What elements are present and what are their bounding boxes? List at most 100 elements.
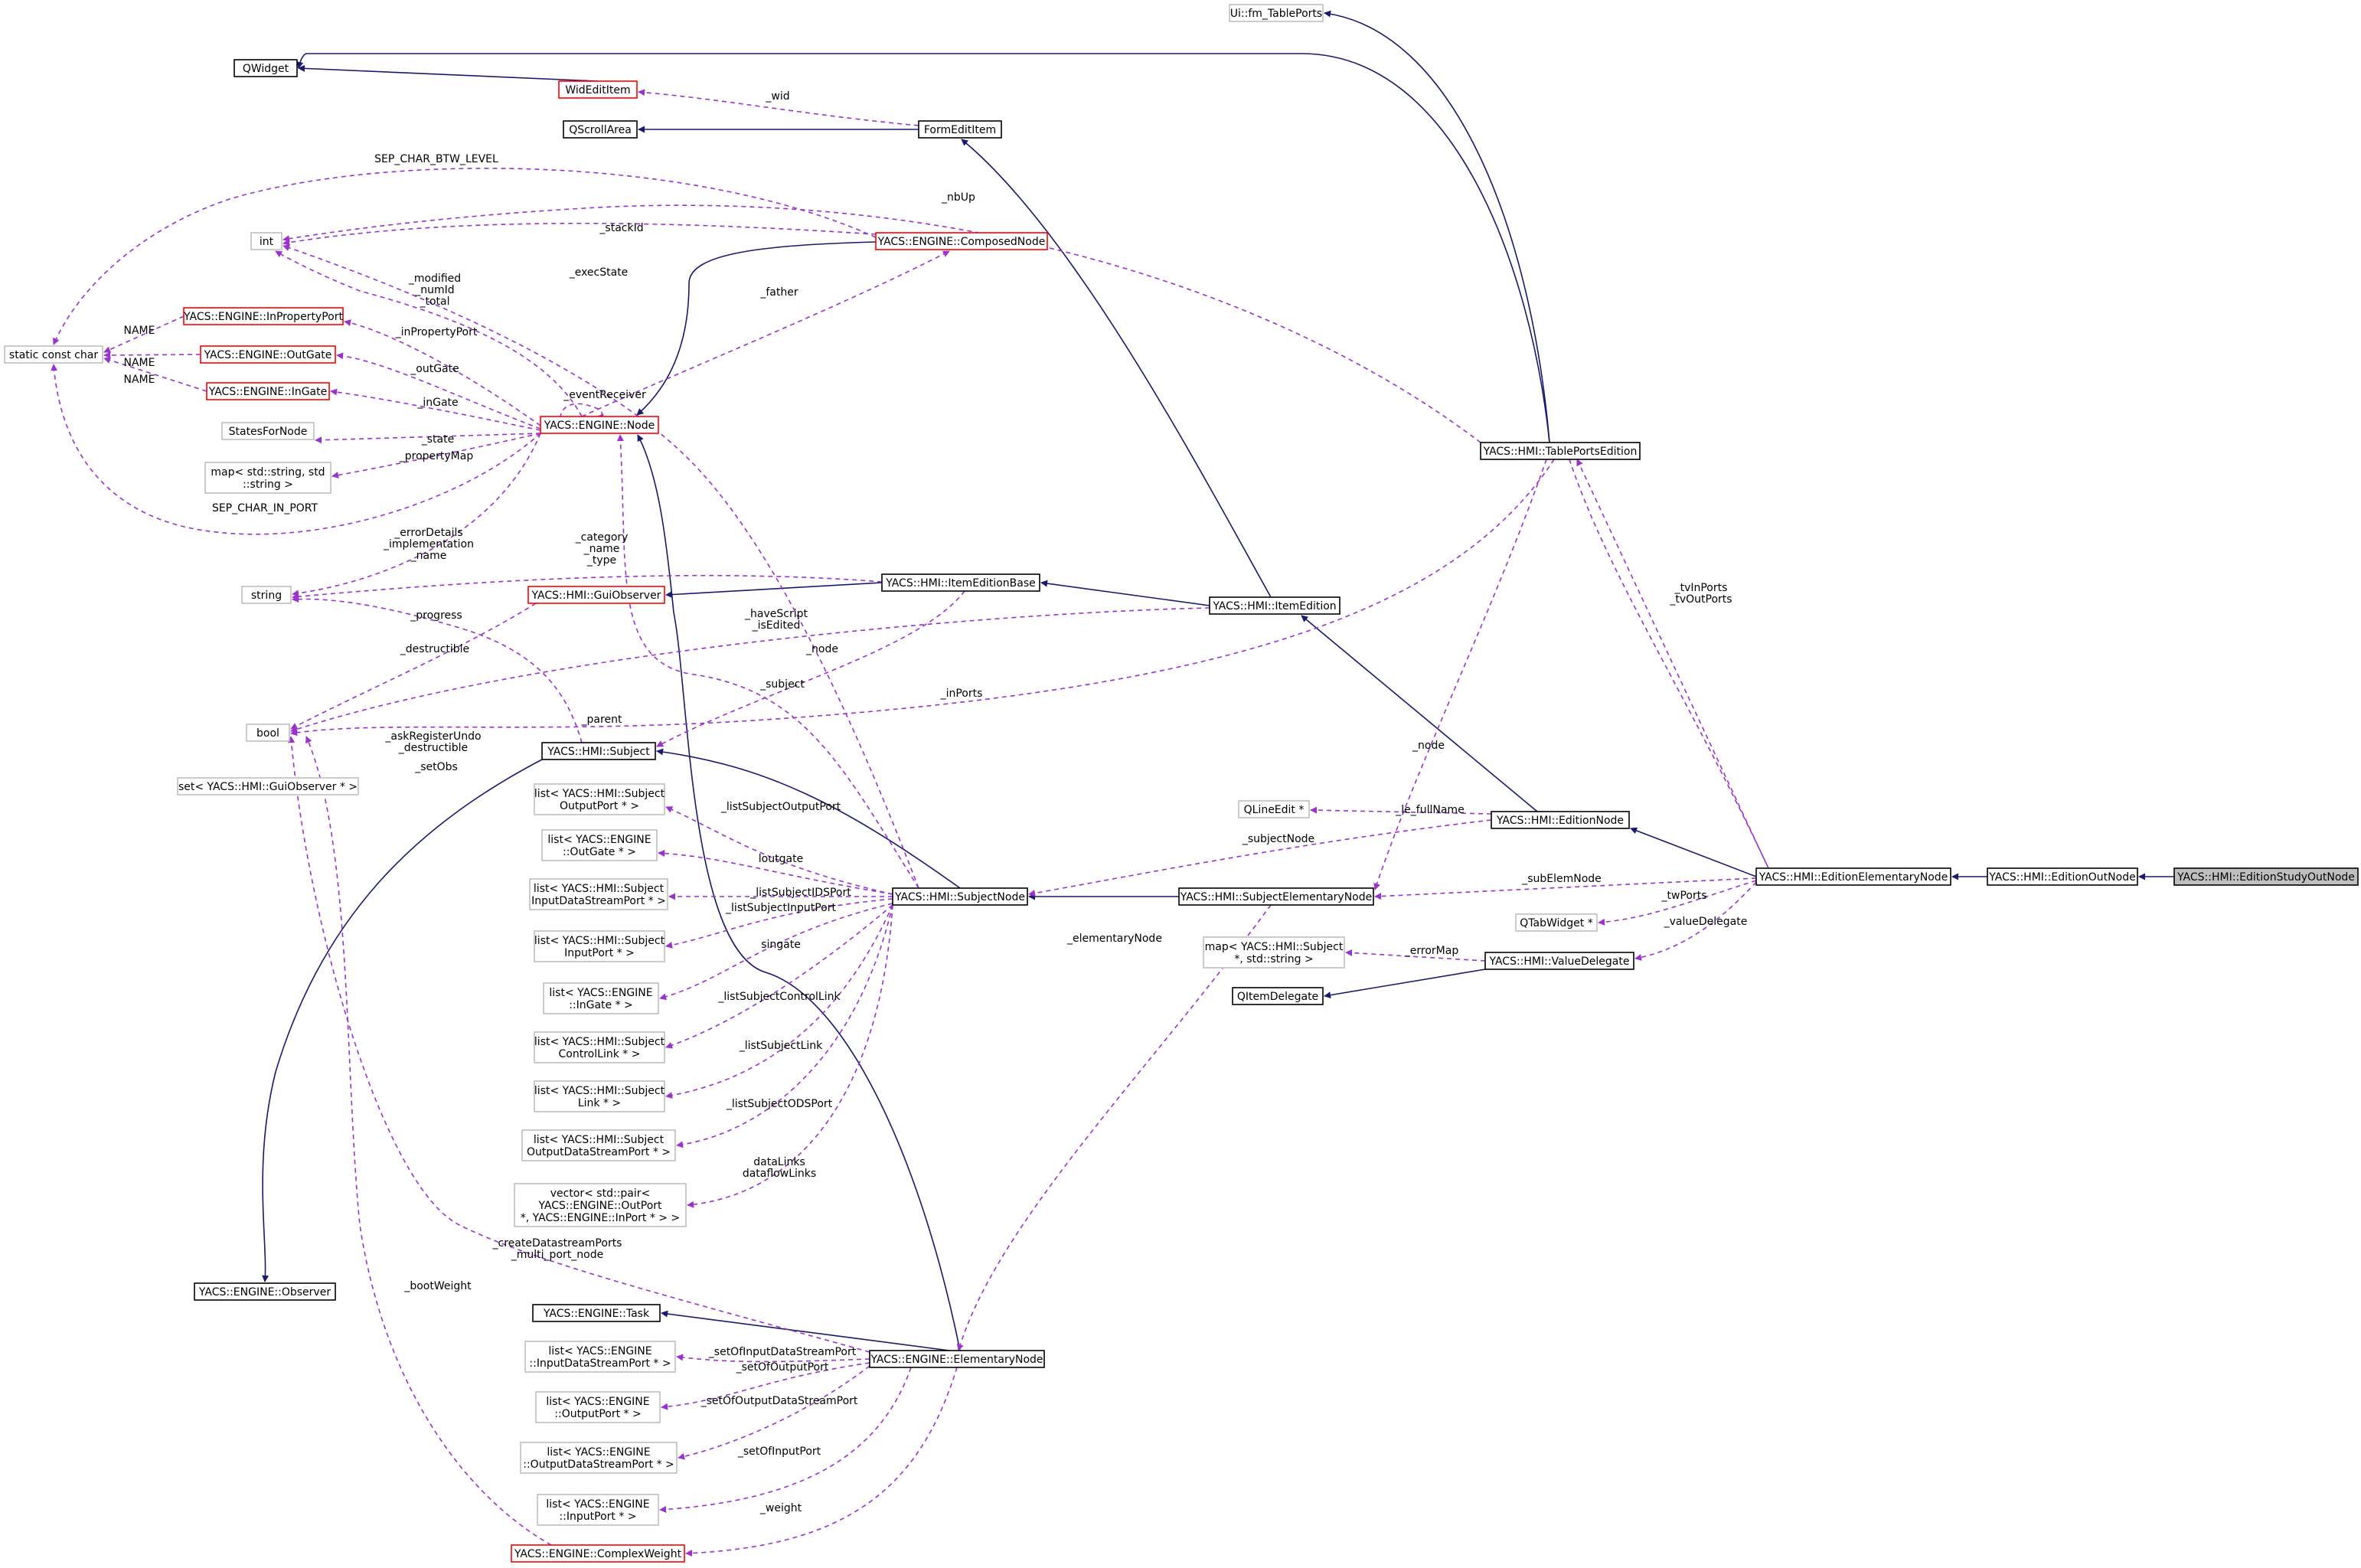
class-node-list-sub-outport[interactable]: list< YACS::HMI::SubjectOutputPort * >	[534, 783, 665, 815]
edge-label-errormap: _errorMap	[1404, 945, 1459, 957]
class-node-list-eng-inputport[interactable]: list< YACS::ENGINE::InputPort * >	[537, 1494, 659, 1526]
node-label: set< YACS::HMI::GuiObserver * >	[178, 781, 358, 793]
node-label: ::OutGate * >	[563, 846, 636, 858]
usage-edge	[290, 603, 537, 730]
class-node-int[interactable]: int	[250, 232, 282, 250]
edge-label-outgate: _outGate	[410, 363, 459, 375]
class-node-itemeditionbase[interactable]: YACS::HMI::ItemEditionBase	[881, 573, 1040, 592]
node-label: Link * >	[578, 1097, 621, 1109]
class-node-elementarynode[interactable]: YACS::ENGINE::ElementaryNode	[869, 1350, 1045, 1368]
node-box	[1491, 811, 1630, 829]
class-node-editionstudyoutnode[interactable]: YACS::HMI::EditionStudyOutNode	[2173, 867, 2359, 886]
class-node-static-const-char[interactable]: static const char	[4, 345, 103, 364]
node-label: static const char	[9, 349, 98, 361]
node-box	[1238, 800, 1310, 818]
edge-label-singate: singate	[761, 939, 801, 951]
node-box	[183, 307, 344, 325]
usage-edge	[665, 904, 893, 1049]
class-node-itemedition[interactable]: YACS::HMI::ItemEdition	[1209, 596, 1341, 615]
class-node-editionoutnode[interactable]: YACS::HMI::EditionOutNode	[1987, 867, 2138, 886]
node-box	[534, 1031, 665, 1063]
class-node-ingate[interactable]: YACS::ENGINE::InGate	[206, 382, 330, 400]
edge-label-loutgate: loutgate	[759, 853, 803, 865]
usage-edge	[665, 904, 893, 1099]
node-box	[521, 1129, 676, 1161]
class-node-list-eng-odsport[interactable]: list< YACS::ENGINE::OutputDataStreamPort…	[520, 1442, 678, 1474]
class-node-subjectnode[interactable]: YACS::HMI::SubjectNode	[892, 887, 1028, 906]
class-node-wideditem[interactable]: WidEditItem	[558, 80, 638, 99]
class-node-tableportsedition[interactable]: YACS::HMI::TablePortsEdition	[1480, 442, 1641, 460]
node-box	[1229, 4, 1324, 22]
node-label: list< YACS::HMI::Subject	[534, 1036, 665, 1048]
class-node-composednode[interactable]: YACS::ENGINE::ComposedNode	[875, 232, 1048, 250]
edge-label-ingate: _inGate	[416, 397, 458, 409]
node-box	[1484, 952, 1634, 970]
class-node-list-eng-outputport[interactable]: list< YACS::ENGINE::OutputPort * >	[535, 1391, 661, 1423]
class-node-guiobserver[interactable]: YACS::HMI::GuiObserver	[527, 586, 665, 604]
edge-label-setofinputdatastreamport: _setOfInputDataStreamPort	[708, 1346, 857, 1358]
class-node-list-sub-odsport[interactable]: list< YACS::HMI::SubjectOutputDataStream…	[521, 1129, 676, 1161]
node-label: QItemDelegate	[1237, 991, 1318, 1003]
class-node-qscrollarea[interactable]: QScrollArea	[563, 120, 638, 139]
class-node-outgate[interactable]: YACS::ENGINE::OutGate	[200, 345, 336, 364]
usage-edge	[292, 596, 583, 743]
class-node-inpropertyport[interactable]: YACS::ENGINE::InPropertyPort	[183, 307, 344, 325]
node-label: YACS::ENGINE::ComposedNode	[877, 236, 1046, 248]
edge-label-sep_char_btw_level: SEP_CHAR_BTW_LEVEL	[374, 153, 498, 165]
class-node-engine-node[interactable]: YACS::ENGINE::Node	[540, 416, 659, 434]
edge-label-listsubjectinputport: _listSubjectInputPort	[725, 902, 836, 914]
usage-edge	[665, 898, 893, 949]
node-label: map< YACS::HMI::Subject	[1205, 941, 1344, 953]
edge-label-errordetails: _errorDetails_implementation_name	[383, 527, 474, 562]
node-label: vector< std::pair<	[550, 1187, 651, 1200]
node-label: YACS::ENGINE::ElementaryNode	[870, 1354, 1043, 1366]
class-node-list-eng-outgate[interactable]: list< YACS::ENGINE::OutGate * >	[541, 829, 658, 861]
class-node-complexweight[interactable]: YACS::ENGINE::ComplexWeight	[511, 1544, 685, 1563]
class-node-list-sub-inport[interactable]: list< YACS::HMI::SubjectInputPort * >	[534, 930, 665, 962]
node-box	[233, 59, 298, 77]
class-node-observer[interactable]: YACS::ENGINE::Observer	[194, 1282, 336, 1301]
class-node-editionnode[interactable]: YACS::HMI::EditionNode	[1491, 811, 1630, 829]
class-node-statesfornode[interactable]: StatesForNode	[221, 422, 315, 440]
class-node-list-sub-link[interactable]: list< YACS::HMI::SubjectLink * >	[534, 1080, 665, 1112]
usage-edge	[678, 1365, 870, 1460]
class-node-list-sub-idsport[interactable]: list< YACS::HMI::SubjectInputDataStreamP…	[529, 878, 668, 910]
node-label: QLineEdit *	[1244, 804, 1305, 816]
class-node-map-subject[interactable]: map< YACS::HMI::Subject*, std::string >	[1203, 936, 1345, 969]
class-node-valuedelegate[interactable]: YACS::HMI::ValueDelegate	[1484, 952, 1634, 970]
class-node-list-eng-ingate[interactable]: list< YACS::ENGINE::InGate * >	[543, 982, 659, 1014]
class-node-list-eng-idsport[interactable]: list< YACS::ENGINE::InputDataStreamPort …	[524, 1341, 676, 1373]
class-node-subjectelementarynode[interactable]: YACS::HMI::SubjectElementaryNode	[1178, 887, 1374, 906]
node-label: YACS::HMI::SubjectNode	[894, 891, 1025, 903]
edge-label-setofoutputport: _setOfOutputPort	[736, 1361, 829, 1374]
usage-edge	[315, 433, 541, 444]
edge-label-listsubjectlink: _listSubjectLink	[739, 1040, 823, 1052]
class-node-set-guiobserver[interactable]: set< YACS::HMI::GuiObserver * >	[177, 777, 359, 795]
class-node-qwidget[interactable]: QWidget	[233, 59, 298, 77]
class-node-string[interactable]: string	[241, 586, 292, 604]
class-node-qitemdelegate[interactable]: QItemDelegate	[1232, 987, 1324, 1005]
class-node-task[interactable]: YACS::ENGINE::Task	[532, 1304, 661, 1322]
class-node-qlineedit[interactable]: QLineEdit *	[1238, 800, 1310, 818]
class-node-subject[interactable]: YACS::HMI::Subject	[541, 742, 656, 760]
class-node-formedititem[interactable]: FormEditItem	[918, 120, 1002, 139]
edge-label-tvinports: _tvInPorts_tvOutPorts	[1669, 582, 1732, 606]
node-box	[241, 586, 292, 604]
edge-label-listsubjectoutputport: _listSubjectOutputPort	[720, 801, 841, 813]
edge-label-father: _father	[759, 286, 798, 299]
usage-edge	[282, 244, 919, 889]
class-node-qtabwidget[interactable]: QTabWidget *	[1515, 913, 1598, 932]
node-label: StatesForNode	[229, 426, 308, 438]
node-box	[534, 930, 665, 962]
node-box	[1209, 596, 1341, 615]
class-node-list-sub-controllink[interactable]: list< YACS::HMI::SubjectControlLink * >	[534, 1031, 665, 1063]
class-node-vector-pair[interactable]: vector< std::pair<YACS::ENGINE::OutPort*…	[514, 1183, 687, 1227]
node-label: YACS::ENGINE::Node	[544, 420, 655, 432]
usage-edge	[103, 315, 185, 353]
class-node-map-string[interactable]: map< std::string, std::string >	[204, 462, 331, 494]
node-box	[206, 382, 330, 400]
node-box	[1987, 867, 2138, 886]
class-node-ui-fm-tableports[interactable]: Ui::fm_TablePorts	[1229, 4, 1324, 22]
class-node-editionelementarynode[interactable]: YACS::HMI::EditionElementaryNode	[1755, 867, 1951, 886]
class-node-bool[interactable]: bool	[246, 724, 290, 742]
